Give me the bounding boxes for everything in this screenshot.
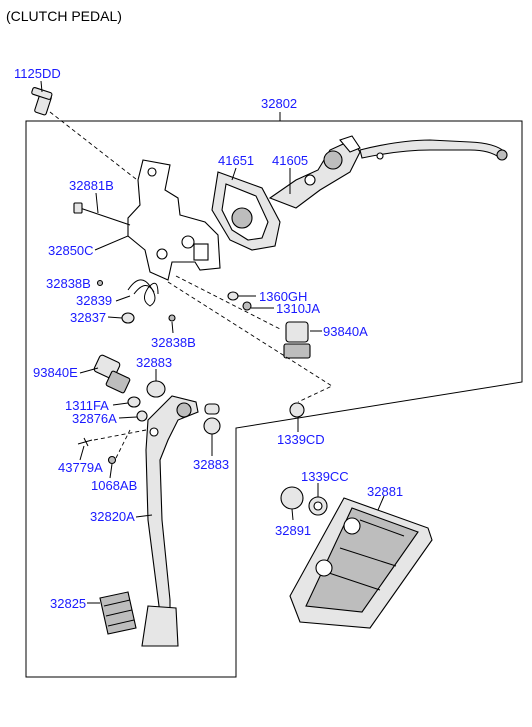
bushing-32883-bottom [203,417,221,435]
label-32881b[interactable]: 32881B [69,178,114,193]
label-93840a[interactable]: 93840A [323,324,368,339]
clip-32838b-top [96,279,104,287]
dash-bracket-switch [175,275,283,331]
switch-93840a [283,321,311,359]
nut-1339cd [289,402,305,418]
label-32876a[interactable]: 32876A [72,411,117,426]
label-93840e[interactable]: 93840E [33,365,78,380]
bushing-32837 [121,312,135,324]
leader-1311fa [112,402,129,406]
spring-32839 [127,279,159,307]
bushing-32883-side [204,403,220,415]
label-41651[interactable]: 41651 [218,153,254,168]
diagram-title: (CLUTCH PEDAL) [6,8,122,24]
pedal-arm-32820a [145,395,199,615]
leader-32876a [118,416,138,419]
label-32883-bottom[interactable]: 32883 [193,457,229,472]
switch-93840e [93,354,131,394]
master-cylinder-41605 [268,135,508,209]
dash-pin-pedal [93,429,147,441]
dash-clip-pedal [115,429,131,459]
washer-1360gh [227,291,239,301]
washer-1311fa [127,396,141,408]
leader-93840e [79,367,99,374]
label-32850c[interactable]: 32850C [48,243,94,258]
label-1068ab[interactable]: 1068AB [91,478,137,493]
leader-1125dd [40,80,43,93]
label-1125dd[interactable]: 1125DD [14,66,61,81]
leader-1068ab [109,463,113,479]
leader-32839 [115,295,131,302]
pin-43779a [77,437,93,447]
label-32839[interactable]: 32839 [76,293,112,308]
label-41605[interactable]: 41605 [272,153,308,168]
dash-1125dd [49,111,151,191]
label-32802[interactable]: 32802 [261,96,297,111]
label-43779a[interactable]: 43779A [58,460,103,475]
nut-32876a [136,410,148,422]
leader-32837 [107,316,123,319]
leader-32881b [95,192,99,214]
leader-32850c [94,235,129,251]
nut-1339cc [308,496,328,516]
leader-32820a [135,514,153,518]
label-32883-top[interactable]: 32883 [136,355,172,370]
bracket-32850c [127,159,221,281]
bolt-32881b [73,202,131,226]
footrest-32881 [289,497,433,629]
leader-32881 [377,495,385,511]
label-32837[interactable]: 32837 [70,310,106,325]
leader-41651 [231,167,237,181]
leader-32838b-bottom [171,321,174,334]
label-1339cc[interactable]: 1339CC [301,469,349,484]
label-32820a[interactable]: 32820A [90,509,135,524]
cap-32891 [280,486,304,510]
bushing-32883-top [146,380,166,398]
label-1311fa[interactable]: 1311FA [65,398,109,413]
bolt-1125dd [31,87,53,116]
label-32838b-top[interactable]: 32838B [46,276,91,291]
leader-32891 [291,508,294,521]
label-1310ja[interactable]: 1310JA [276,301,320,316]
assembly-frame [25,120,523,678]
dash-bracket-right [167,281,333,403]
gasket-41651 [211,171,281,251]
clip-32838b-bottom [168,314,176,322]
leader-43779a [79,445,85,461]
pedal-pad-32825-b [141,605,179,647]
label-32881[interactable]: 32881 [367,484,403,499]
label-32825[interactable]: 32825 [50,596,86,611]
label-32838b-bottom[interactable]: 32838B [151,335,196,350]
label-1339cd[interactable]: 1339CD [277,432,325,447]
label-1360gh[interactable]: 1360GH [259,289,307,304]
label-32891[interactable]: 32891 [275,523,311,538]
clip-1068ab [107,455,117,465]
nut-1310ja [242,301,252,311]
pedal-pad-32825-a [99,591,137,635]
